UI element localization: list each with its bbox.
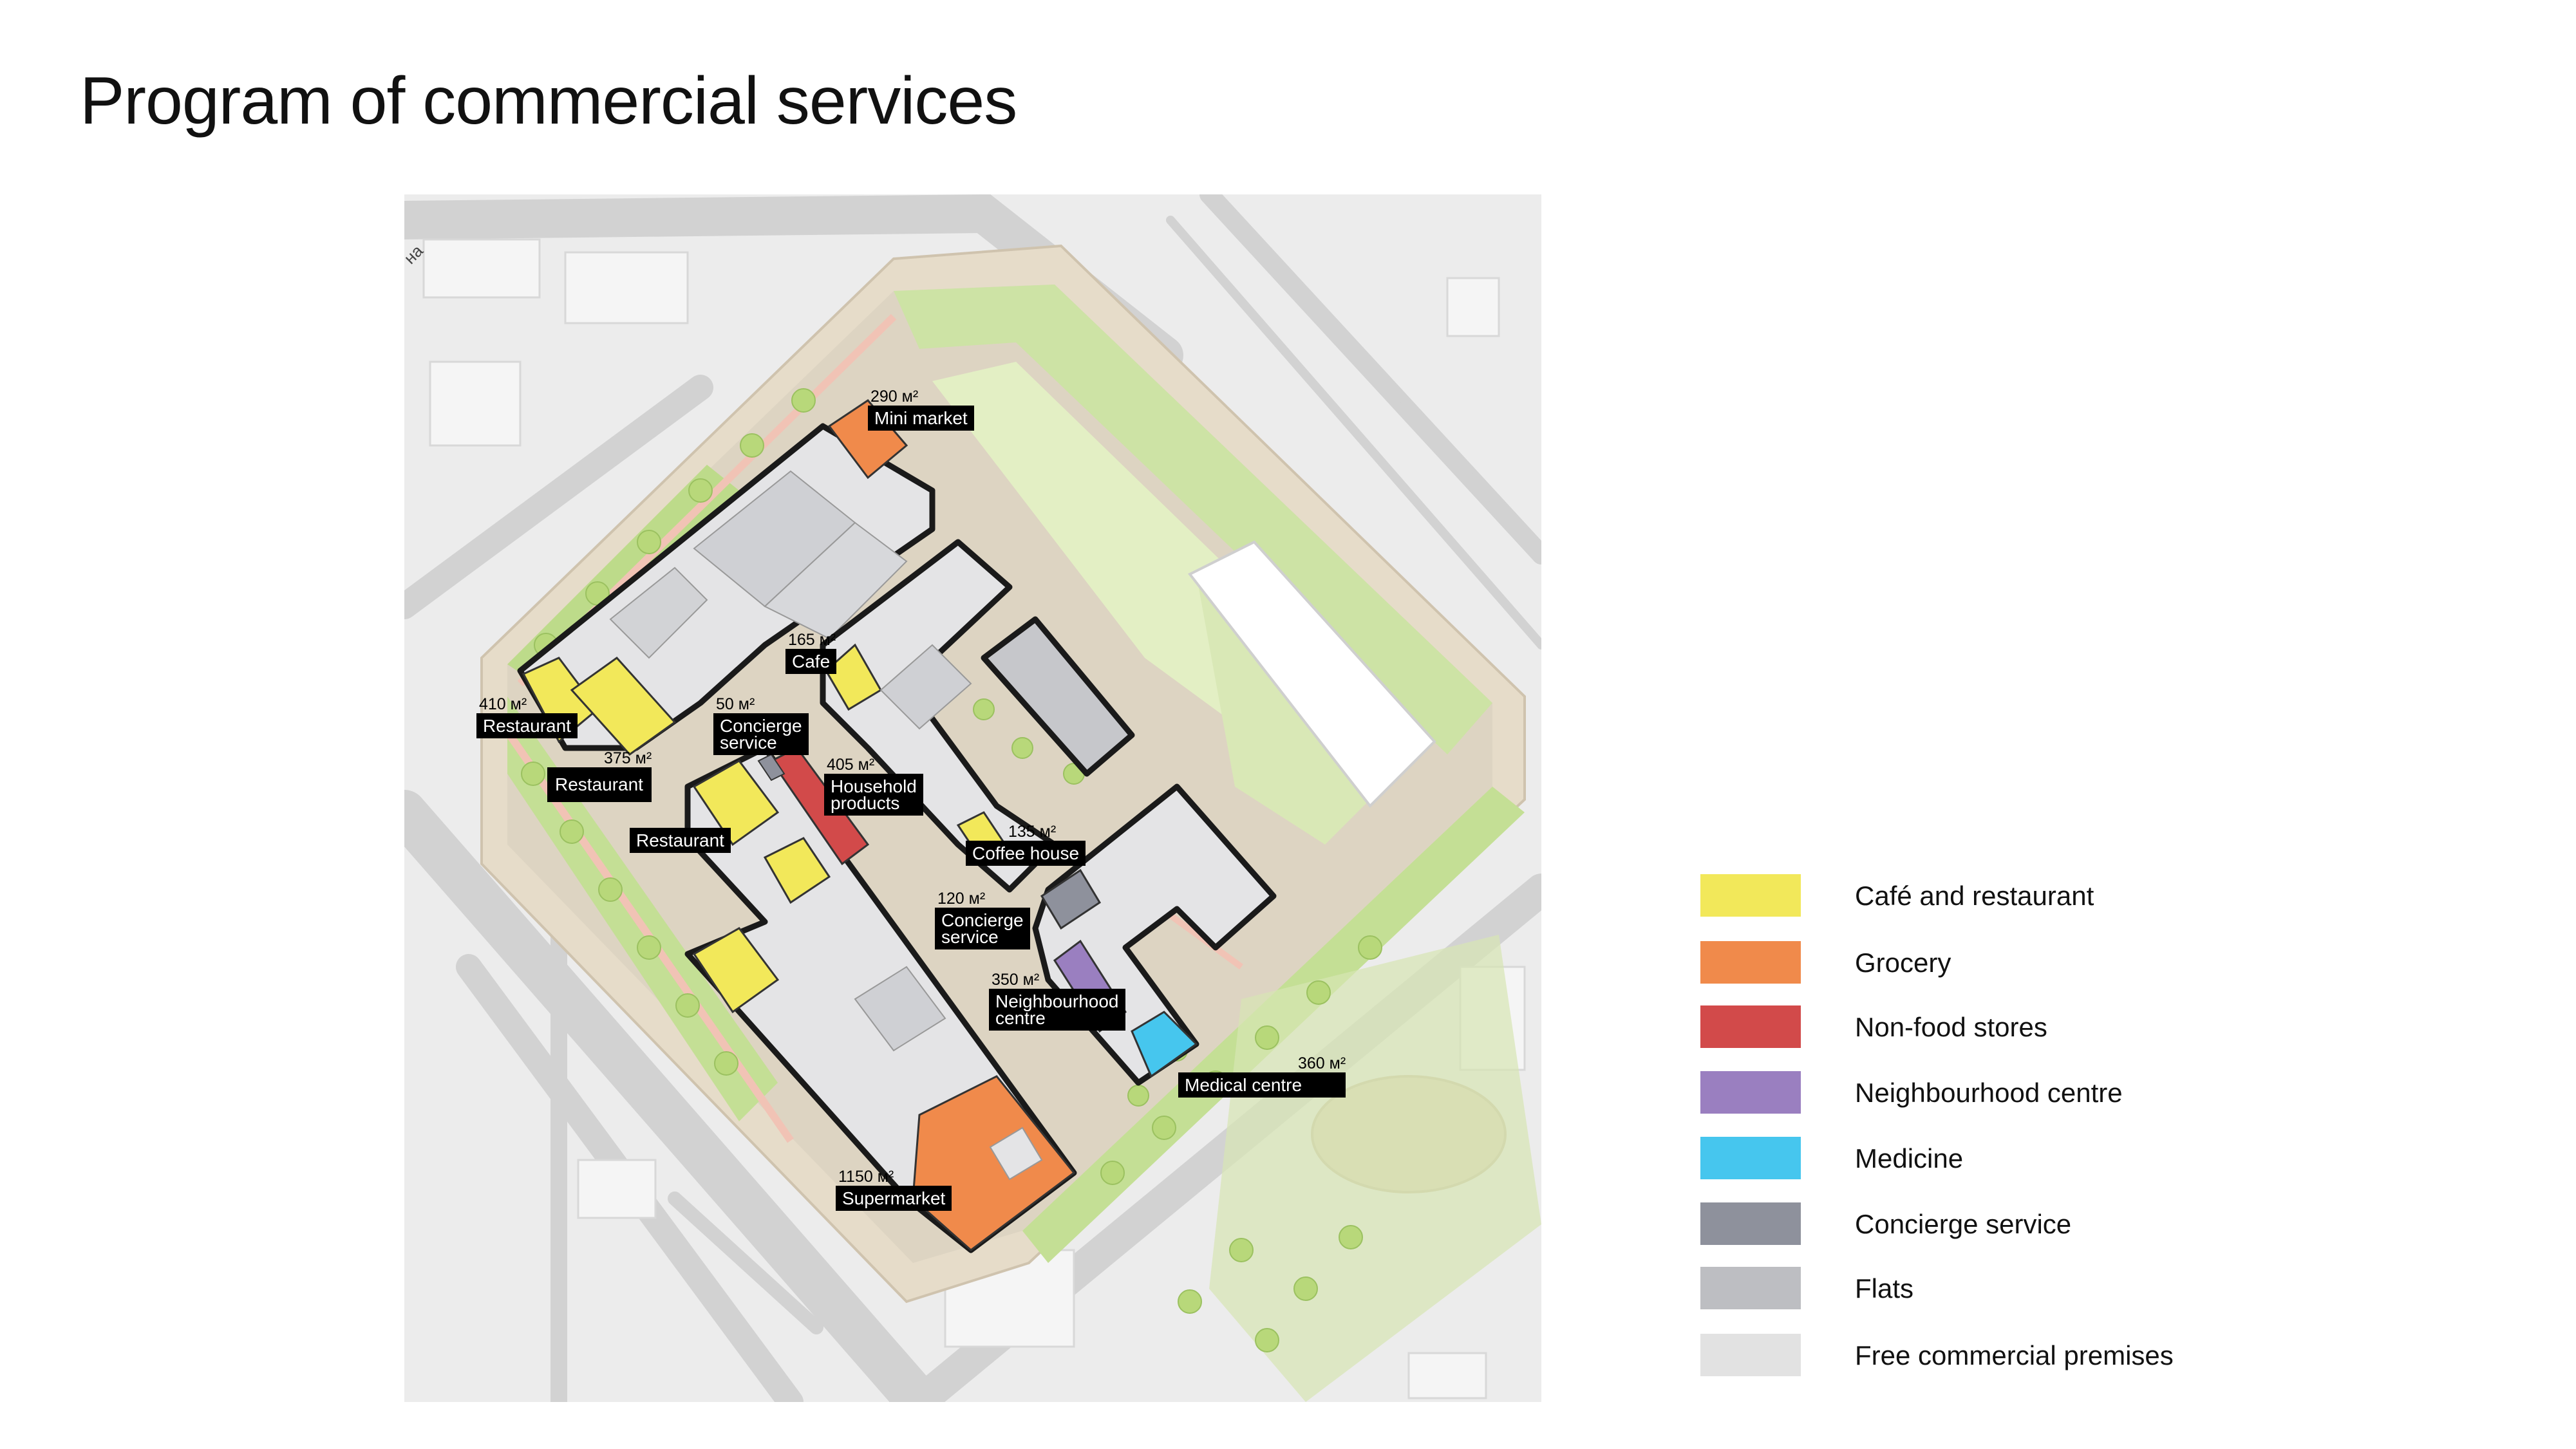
legend-item-medicine: Medicine <box>1700 1137 2280 1181</box>
callout-area: 290 м² <box>870 388 919 406</box>
legend-swatch <box>1700 1267 1801 1309</box>
unit-minimarket <box>827 399 908 480</box>
callout-label: Coffee house <box>966 841 1086 866</box>
legend-label: Non-food stores <box>1855 1012 2047 1042</box>
page-title: Program of commercial services <box>80 64 1017 138</box>
legend-item-concierge: Concierge service <box>1700 1202 2280 1246</box>
legend-item-flats: Flats <box>1700 1267 2280 1311</box>
unit-supermarket <box>912 1075 1076 1251</box>
legend-swatch <box>1700 1202 1801 1245</box>
callout-area: 165 м² <box>788 631 836 649</box>
callout-area: 375 м² <box>604 749 652 767</box>
legend-swatch <box>1700 1005 1801 1048</box>
callout-area: 405 м² <box>827 756 875 774</box>
unit-restaurant-5 <box>692 927 780 1014</box>
callout-area: 350 м² <box>992 971 1040 989</box>
legend-label: Concierge service <box>1855 1209 2072 1239</box>
callout-area: 50 м² <box>716 695 755 713</box>
legend-label: Grocery <box>1855 948 1951 978</box>
callout-restaurant-2: 375 м² Restaurant <box>547 749 652 802</box>
legend-item-free-premises: Free commercial premises <box>1700 1334 2280 1378</box>
callout-mini-market: 290 м² Mini market <box>868 388 974 431</box>
context-roads <box>404 194 1541 1402</box>
callout-cafe: 165 м² Cafe <box>785 631 837 674</box>
callout-area: 120 м² <box>937 890 986 908</box>
callout-concierge-1: 50 м² Concierge service <box>713 695 809 755</box>
unit-medical-centre <box>1131 1011 1198 1078</box>
callout-neighbourhood-centre: 350 м² Neighbourhood centre <box>989 971 1125 1031</box>
site-plan-graphic <box>404 194 1541 1402</box>
legend-swatch <box>1700 1137 1801 1179</box>
callout-label: Medical centre <box>1178 1072 1346 1098</box>
legend-label: Flats <box>1855 1273 1914 1304</box>
site-plan-map: 290 м² Mini market 165 м² Cafe 410 м² Re… <box>404 194 1541 1402</box>
legend-label: Café and restaurant <box>1855 881 2094 911</box>
unit-restaurant-4 <box>763 837 831 904</box>
callout-label: Cafe <box>785 649 837 674</box>
callout-concierge-2: 120 м² Concierge service <box>935 890 1030 949</box>
callout-label: Restaurant <box>547 767 652 802</box>
callout-label: Household products <box>824 774 923 816</box>
callout-supermarket: 1150 м² Supermarket <box>836 1168 952 1211</box>
unit-concierge-2 <box>1040 868 1102 930</box>
legend-swatch <box>1700 1071 1801 1114</box>
callout-label: Restaurant <box>476 713 578 738</box>
unit-restaurant-3 <box>692 760 780 846</box>
callout-restaurant-3: Restaurant <box>630 828 731 853</box>
legend-swatch <box>1700 1334 1801 1376</box>
legend-item-neighbourhood: Neighbourhood centre <box>1700 1071 2280 1115</box>
callout-label: Concierge service <box>935 908 1030 949</box>
callout-area: 135 м² <box>1008 823 1057 841</box>
callout-label: Restaurant <box>630 828 731 853</box>
legend-swatch <box>1700 941 1801 984</box>
legend-label: Neighbourhood centre <box>1855 1078 2123 1108</box>
building-northwest-units <box>609 470 908 659</box>
legend-item-grocery: Grocery <box>1700 941 2280 985</box>
unit-concierge-1 <box>757 753 785 781</box>
building-courtyard <box>981 616 1135 777</box>
callout-restaurant-1: 410 м² Restaurant <box>476 695 578 738</box>
legend-swatch <box>1700 874 1801 917</box>
callout-coffee-house: 135 м² Coffee house <box>966 823 1086 866</box>
callout-label: Supermarket <box>836 1186 952 1211</box>
callout-area: 1150 м² <box>838 1168 894 1186</box>
legend-label: Medicine <box>1855 1143 1964 1173</box>
callout-label: Neighbourhood centre <box>989 989 1125 1031</box>
callout-label: Mini market <box>868 406 974 431</box>
legend-item-cafe-restaurant: Café and restaurant <box>1700 874 2280 918</box>
callout-medical-centre: 360 м² Medical centre <box>1178 1054 1346 1098</box>
callout-area: 410 м² <box>479 695 527 713</box>
legend-label: Free commercial premises <box>1855 1340 2174 1370</box>
legend-item-non-food: Non-food stores <box>1700 1005 2280 1049</box>
callout-household-products: 405 м² Household products <box>824 756 923 816</box>
unit-restaurant-2 <box>570 657 677 756</box>
callout-label: Concierge service <box>713 713 809 755</box>
callout-area: 360 м² <box>1298 1054 1346 1072</box>
